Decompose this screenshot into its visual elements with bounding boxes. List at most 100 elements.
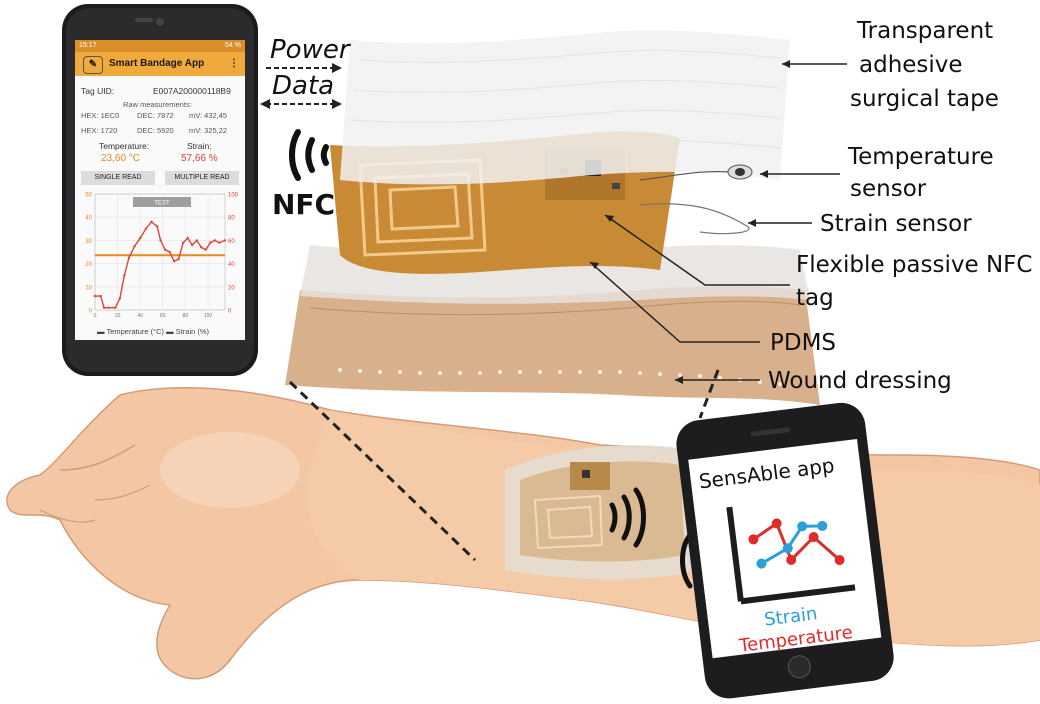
nfc-tag-label-1: Flexible passive NFC — [796, 252, 1032, 278]
single-read-button[interactable]: SINGLE READ — [81, 171, 155, 185]
y-right-tick: 20 — [228, 285, 235, 291]
series-point — [223, 239, 227, 242]
tape-label-3: surgical tape — [850, 86, 999, 112]
power-data-arrowheads — [260, 63, 342, 109]
series-point — [150, 220, 153, 224]
y-right-tick: 0 — [228, 309, 232, 315]
status-bar: 15:17 54 % — [75, 40, 245, 52]
series-point — [133, 245, 136, 248]
nfc-waves-icon — [289, 129, 329, 181]
series-point — [172, 260, 176, 263]
power-data-arrows — [266, 67, 336, 105]
raw-hex-2: HEX: 1720 — [81, 126, 118, 135]
tape-label-1: Transparent — [856, 18, 993, 44]
series-point — [195, 239, 198, 242]
series-point — [123, 274, 126, 277]
iphone-chart — [748, 518, 845, 569]
series-point — [155, 225, 159, 228]
tag-uid-label: Tag UID: — [81, 86, 115, 96]
x-tick: 0 — [94, 313, 97, 319]
series-point — [114, 306, 117, 309]
strain-value: 57,66 % — [181, 153, 218, 164]
series-point — [209, 241, 212, 244]
series-point — [144, 227, 148, 230]
chart-frame — [94, 193, 226, 311]
x-tick: 40 — [137, 313, 143, 319]
leader-arrowheads — [590, 60, 790, 384]
temperature-value: 23,60 °C — [101, 153, 141, 164]
y-right-tick: 40 — [228, 262, 235, 268]
strain-sensor-wire — [639, 203, 750, 235]
smart-bandage-app-screen: 15:17 54 % ✎ Smart Bandage App ⋮ Tag UID… — [75, 40, 245, 340]
temp-sensor-label-1: Temperature — [847, 144, 994, 170]
app-bar: ✎ Smart Bandage App ⋮ — [75, 52, 245, 76]
series-point — [93, 294, 97, 298]
series-point — [168, 250, 171, 254]
wound-dressing-layer — [285, 286, 820, 405]
series-point — [159, 239, 162, 242]
temperature-label: Temperature: — [99, 141, 150, 151]
pdms-label: PDMS — [770, 330, 836, 356]
multiple-read-button[interactable]: MULTIPLE READ — [165, 171, 239, 185]
series-point — [177, 257, 180, 261]
raw-hex-1: HEX: 1EC0 — [81, 111, 120, 120]
series-line-1 — [95, 220, 226, 309]
x-tick: 20 — [115, 313, 121, 319]
y-right-tick: 100 — [228, 193, 239, 199]
y-left-tick: 10 — [85, 285, 92, 291]
y-left-tick: 30 — [85, 239, 92, 245]
y-left-tick: 20 — [85, 262, 92, 268]
series-point — [191, 243, 194, 247]
series-point — [204, 248, 207, 251]
series-point — [99, 294, 102, 298]
series-point — [118, 297, 122, 300]
raw-mv-2: mV: 325,22 — [189, 126, 228, 135]
leader-lines — [589, 63, 847, 381]
series-point — [139, 236, 142, 240]
chart-legend: ▬ Temperature (°C) ▬ Strain (%) — [97, 327, 210, 336]
chart-test-button-label: TEST — [154, 201, 170, 207]
series-point — [213, 239, 217, 242]
series-point — [181, 241, 185, 244]
status-battery: 54 % — [225, 42, 241, 49]
bandage-app-icon: ✎ — [83, 56, 103, 74]
x-tick: 80 — [183, 313, 189, 319]
raw-dec-2: DEC: 5920 — [137, 126, 174, 135]
bandage-on-arm — [505, 445, 700, 580]
raw-mv-1: mV: 432,45 — [189, 111, 228, 120]
nfc-label: NFC — [272, 188, 335, 221]
temp-sensor-label-2: sensor — [850, 176, 927, 202]
status-time: 15:17 — [79, 42, 97, 49]
power-label: Power — [270, 35, 352, 65]
series-point — [186, 236, 189, 240]
strain-sensor-label: Strain sensor — [820, 211, 972, 237]
y-left-tick: 50 — [85, 193, 92, 199]
series-point — [102, 306, 106, 309]
series-point — [218, 241, 221, 244]
series-point — [163, 248, 167, 251]
series-point — [200, 246, 203, 249]
x-tick: 100 — [204, 313, 213, 319]
more-vert-icon[interactable]: ⋮ — [229, 58, 239, 69]
data-label: Data — [272, 71, 334, 101]
x-tick: 60 — [160, 313, 166, 319]
tape-label-2: adhesive — [859, 52, 963, 78]
series-point — [107, 306, 110, 309]
tape-layer — [340, 30, 790, 185]
wound-dressing-label: Wound dressing — [768, 368, 952, 394]
y-left-tick: 40 — [85, 216, 92, 222]
tag-uid-value: E007A200000118B9 — [153, 86, 231, 96]
temperature-sensor-probe — [639, 164, 753, 181]
raw-measurements-label: Raw measurements: — [123, 100, 192, 109]
chart-test-button — [133, 197, 191, 207]
app-title: Smart Bandage App — [109, 58, 205, 69]
nfc-tag-label-2: tag — [796, 285, 834, 311]
y-right-tick: 80 — [228, 216, 235, 222]
strain-label: Strain: — [187, 141, 212, 151]
y-right-tick: 60 — [228, 239, 235, 245]
zoom-lines — [288, 369, 720, 562]
raw-dec-1: DEC: 7872 — [137, 111, 174, 120]
y-left-tick: 0 — [89, 309, 93, 315]
series-point — [127, 256, 131, 259]
